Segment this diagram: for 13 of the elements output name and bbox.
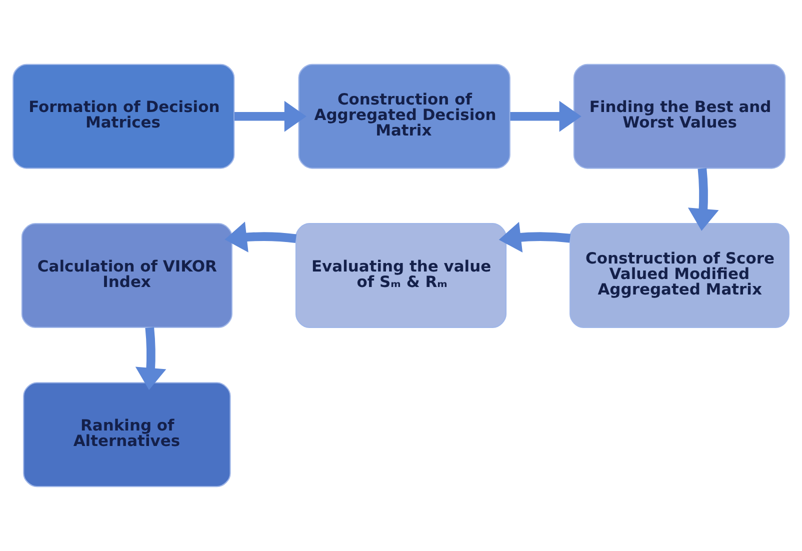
arrow xyxy=(688,168,719,231)
arrow xyxy=(135,327,166,390)
node-box: Finding the Best and Worst Values xyxy=(573,64,786,169)
arrow xyxy=(498,222,571,253)
node-box: Evaluating the value of Sₘ & Rₘ xyxy=(295,223,507,328)
node-box: Construction of Score Valued Modified Aggregated Matrix xyxy=(570,223,790,328)
node-box: Calculation of VIKOR Index xyxy=(21,223,232,328)
arrow xyxy=(224,222,296,252)
arrow xyxy=(234,100,306,132)
node-box: Ranking of Alternatives xyxy=(23,382,231,488)
node-box: Formation of Decision Matrices xyxy=(12,64,235,169)
node-box: Construction of Aggregated Decision Matrix xyxy=(298,64,510,169)
arrow xyxy=(510,100,582,132)
